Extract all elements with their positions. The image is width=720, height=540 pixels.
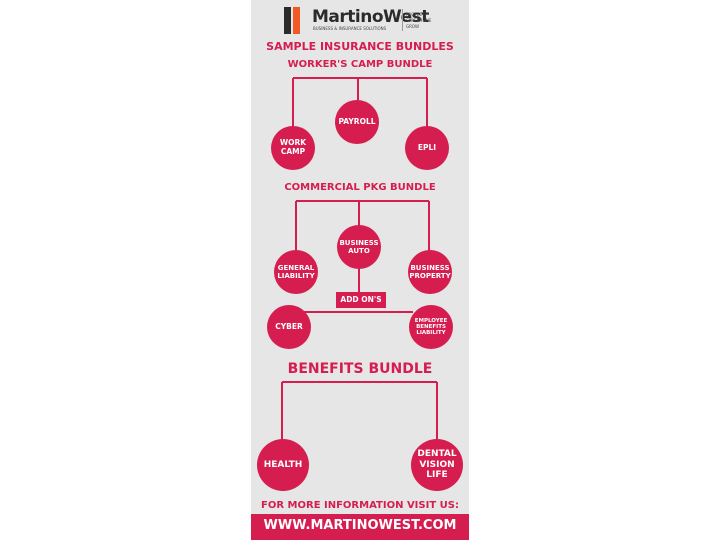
footer-url[interactable]: WWW.MARTINOWEST.COM bbox=[263, 518, 457, 533]
bundle-title-workers-camp: WORKER'S CAMP BUNDLE bbox=[287, 59, 433, 70]
node-business-property: BUSINESS PROPERTY bbox=[408, 250, 452, 294]
tagline-grow: GROW bbox=[406, 24, 419, 29]
node-dental-vision-life: DENTAL VISION LIFE bbox=[411, 439, 463, 491]
node-employee-benefits-liability: EMPLOYEE BENEFITS LIABILITY bbox=[409, 305, 453, 349]
brand-subtitle: BUSINESS & INSURANCE SOLUTIONS bbox=[313, 26, 387, 31]
node-epli: EPLI bbox=[405, 126, 449, 170]
logo-divider bbox=[402, 9, 403, 31]
footer-info: FOR MORE INFORMATION VISIT US: bbox=[261, 500, 459, 511]
node-work-camp: WORK CAMP bbox=[271, 126, 315, 170]
logo-mark-bar-1 bbox=[284, 7, 291, 34]
node-health: HEALTH bbox=[257, 439, 309, 491]
footer-url-banner bbox=[251, 514, 469, 540]
connector-bundle-1 bbox=[292, 77, 428, 135]
node-general-liability: GENERAL LIABILITY bbox=[274, 250, 318, 294]
connector-bundle-3 bbox=[281, 381, 438, 440]
connector-lines bbox=[281, 77, 438, 440]
node-cyber: CYBER bbox=[267, 305, 311, 349]
node-payroll: PAYROLL bbox=[335, 100, 379, 144]
node-business-auto: BUSINESS AUTO bbox=[337, 225, 381, 269]
infographic-poster: MartinoWest BUSINESS & INSURANCE SOLUTIO… bbox=[251, 0, 469, 540]
brand-name: MartinoWest bbox=[312, 7, 429, 27]
connector-bundle-2 bbox=[295, 200, 430, 262]
logo-mark-bar-2 bbox=[293, 7, 300, 34]
tagline-protect: PROTECT bbox=[406, 12, 425, 17]
bundle-title-benefits: BENEFITS BUNDLE bbox=[287, 361, 433, 377]
tagline-streamline: STREAMLINE bbox=[406, 18, 432, 23]
page-title: SAMPLE INSURANCE BUNDLES bbox=[266, 40, 454, 53]
addons-label: ADD ON'S bbox=[336, 292, 386, 308]
bundle-title-commercial-pkg: COMMERCIAL PKG BUNDLE bbox=[284, 182, 436, 193]
